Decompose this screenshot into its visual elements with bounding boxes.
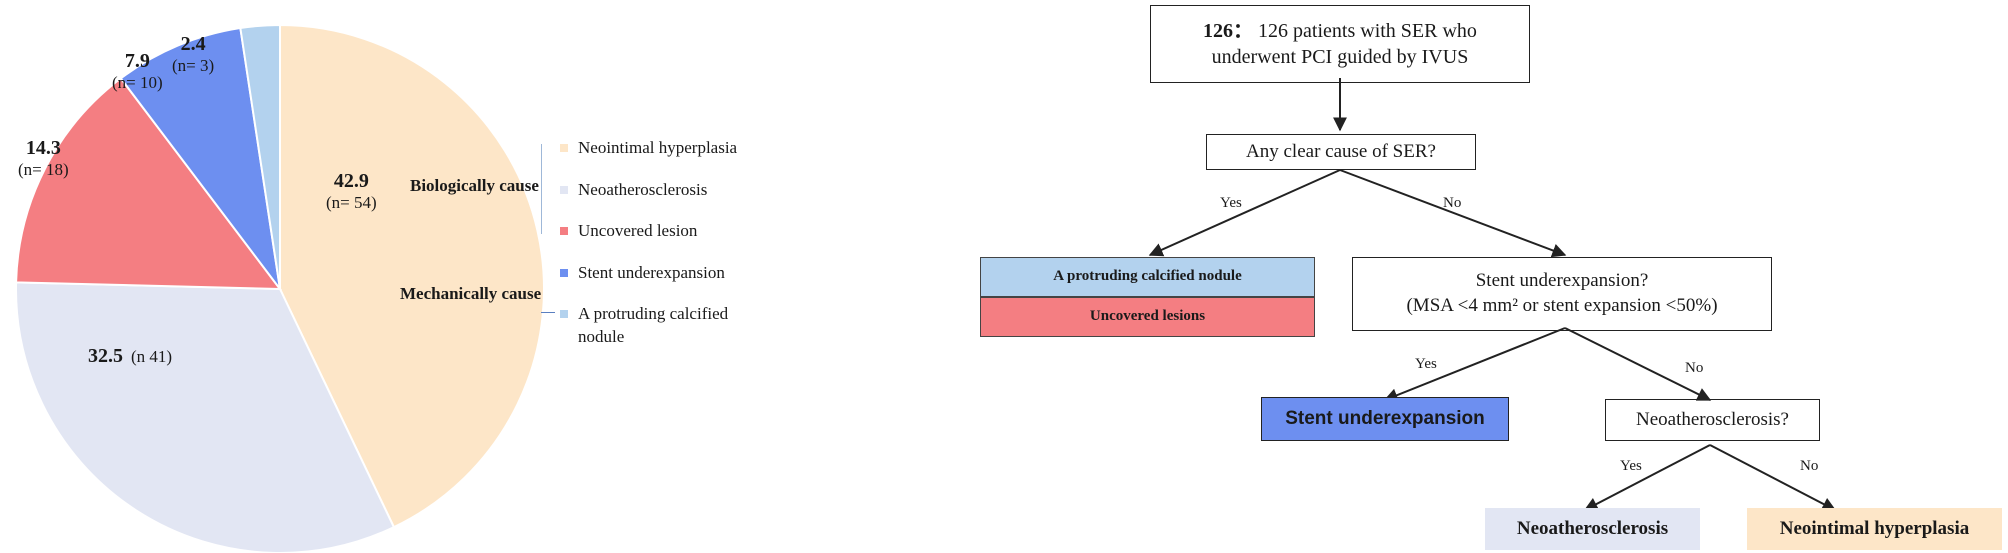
slice-pct-neointimal: 42.9 <box>333 170 369 192</box>
legend-label-uncovered: Uncovered lesion <box>578 221 698 240</box>
slice-pct-underexpansion: 7.9 <box>124 50 150 72</box>
legend-label-calcified: A protruding calcified nodule <box>578 304 729 346</box>
legend-bracket-mechanical <box>541 312 555 313</box>
flow-q1-no-label: No <box>1443 195 1462 211</box>
flow-q2-line2: (MSA <4 mm² or stent expansion <50%) <box>1406 295 1718 316</box>
slice-pct-uncovered: 14.3 <box>25 137 61 159</box>
arrow-q1-no <box>1339 169 1567 258</box>
legend-swatch-neoatherosclerosis <box>560 186 568 194</box>
pie-slice-calcified <box>239 23 281 290</box>
flow-calcified-box: A protruding calcified nodule <box>980 257 1315 297</box>
pie-slice-underexpansion <box>119 26 281 290</box>
pie-chart <box>15 23 545 553</box>
arrow-q3-no <box>1709 444 1837 511</box>
slice-pct-calcified: 2.4 <box>180 33 206 55</box>
flow-q1-yes-label: Yes <box>1220 195 1242 211</box>
flow-q3-no-label: No <box>1800 458 1819 474</box>
slice-label-neoatherosclerosis: 32.5 (n 41) <box>88 345 172 368</box>
slice-n-neoatherosclerosis: (n 41) <box>131 347 173 366</box>
legend-label-neoatherosclerosis: Neoatherosclerosis <box>578 180 708 199</box>
flow-uncovered-box: Uncovered lesions <box>980 297 1315 337</box>
flow-q2-box: Stent underexpansion? (MSA <4 mm² or ste… <box>1352 257 1772 331</box>
legend-group-mechanical: Mechanically cause <box>400 284 542 303</box>
flow-q1-box: Any clear cause of SER? <box>1206 134 1476 170</box>
legend-item-uncovered: Uncovered lesion <box>560 220 697 243</box>
slice-label-underexpansion: 7.9 (n= 10) <box>112 50 163 93</box>
arrow-q2-yes <box>1383 327 1566 402</box>
flow-q3-yes-label: Yes <box>1620 458 1642 474</box>
flow-root-text: 126： 126 patients with SER who underwent… <box>1161 18 1519 70</box>
flow-neoatherosclerosis-box: Neoatherosclerosis <box>1485 508 1700 550</box>
slice-label-neointimal: 42.9 (n= 54) <box>326 170 377 213</box>
legend-swatch-calcified <box>560 310 568 318</box>
slice-pct-neoatherosclerosis: 32.5 <box>88 345 123 367</box>
flow-q2-no-label: No <box>1685 360 1704 376</box>
legend-swatch-uncovered <box>560 227 568 235</box>
pie-slice-neoatherosclerosis <box>15 281 396 553</box>
flow-q2-line1: Stent underexpansion? <box>1475 270 1649 292</box>
flow-root-box: 126： 126 patients with SER who underwent… <box>1150 5 1530 83</box>
legend-item-calcified: A protruding calcified nodule <box>560 303 728 349</box>
legend-item-underexpansion: Stent underexpansion <box>560 262 725 285</box>
slice-n-uncovered: (n= 18) <box>18 160 69 179</box>
legend-label-neointimal: Neointimal hyperplasia <box>578 138 738 157</box>
slice-label-uncovered: 14.3 (n= 18) <box>18 137 69 180</box>
legend-label-underexpansion: Stent underexpansion <box>578 263 725 282</box>
legend-swatch-underexpansion <box>560 269 568 277</box>
pie-slice-uncovered <box>15 76 283 291</box>
pie-slice-neointimal <box>279 23 545 529</box>
slice-n-underexpansion: (n= 10) <box>112 73 163 92</box>
slice-label-calcified: 2.4 (n= 3) <box>172 33 214 76</box>
flow-q3-box: Neoatherosclerosis? <box>1605 399 1820 441</box>
legend-bracket-biological <box>541 144 542 234</box>
arrow-q3-yes <box>1583 444 1711 511</box>
legend-swatch-neointimal <box>560 144 568 152</box>
legend-item-neointimal: Neointimal hyperplasia <box>560 137 737 160</box>
legend-item-neoatherosclerosis: Neoatherosclerosis <box>560 179 707 202</box>
arrow-q1-yes <box>1148 169 1341 257</box>
flow-root-count: 126： <box>1203 20 1254 42</box>
flow-root-desc: 126 patients with SER who underwent PCI … <box>1211 20 1477 68</box>
legend-group-biological: Biologically cause <box>410 176 539 195</box>
flow-underexpansion-box: Stent underexpansion <box>1261 397 1509 441</box>
slice-n-neointimal: (n= 54) <box>326 193 377 212</box>
slice-n-calcified: (n= 3) <box>172 56 215 75</box>
flow-neointimal-box: Neointimal hyperplasia <box>1747 508 2002 550</box>
arrow-q2-no <box>1564 327 1712 401</box>
flow-q2-yes-label: Yes <box>1415 356 1437 372</box>
